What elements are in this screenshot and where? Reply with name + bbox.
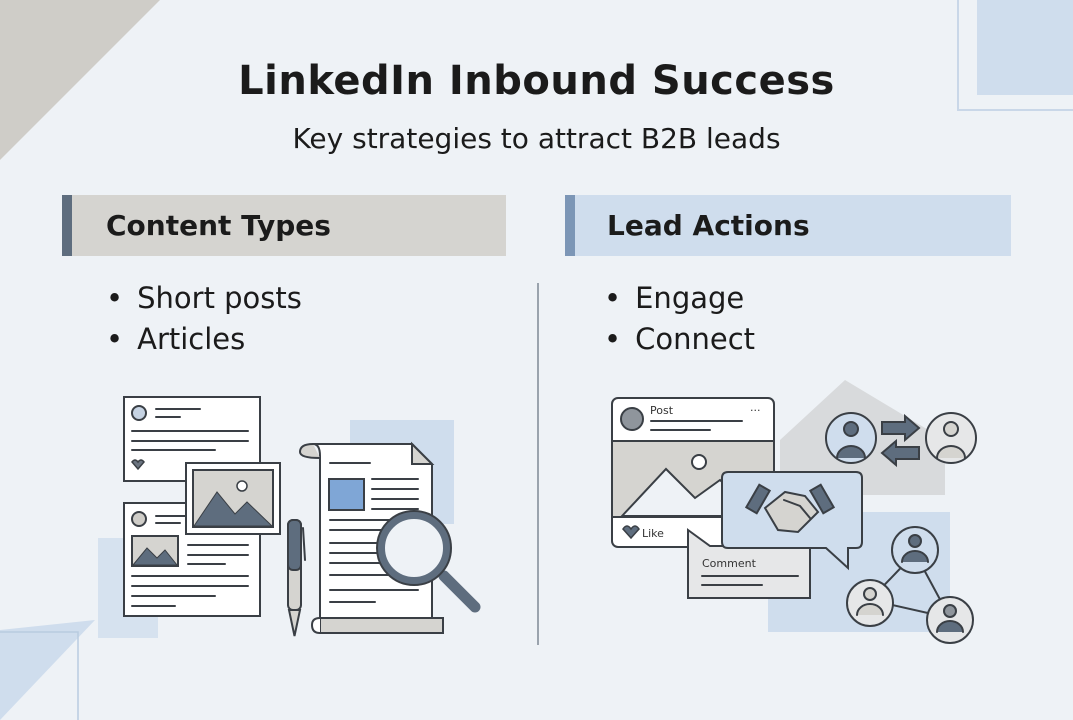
- content-types-header: Content Types: [62, 195, 506, 256]
- corner-triangle-top-left: [0, 0, 160, 160]
- list-item: Engage: [604, 278, 755, 319]
- list-item: Short posts: [106, 278, 302, 319]
- accent-bar: [565, 195, 575, 256]
- corner-block-top-right: [977, 0, 1073, 95]
- content-types-title: Content Types: [106, 209, 331, 242]
- list-item: Articles: [106, 319, 302, 360]
- list-item: Connect: [604, 319, 755, 360]
- page-subtitle: Key strategies to attract B2B leads: [292, 122, 781, 155]
- lead-actions-list: Engage Connect: [604, 278, 755, 360]
- page-title: LinkedIn Inbound Success: [238, 58, 835, 104]
- corner-triangle-bottom-left: [0, 620, 95, 720]
- column-divider: [537, 283, 539, 645]
- corner-outline-top-right: [957, 0, 1073, 111]
- accent-bar: [62, 195, 72, 256]
- lead-actions-title: Lead Actions: [607, 209, 810, 242]
- corner-outline-bottom-left: [0, 631, 79, 720]
- content-types-list: Short posts Articles: [106, 278, 302, 360]
- lead-actions-header: Lead Actions: [565, 195, 1011, 256]
